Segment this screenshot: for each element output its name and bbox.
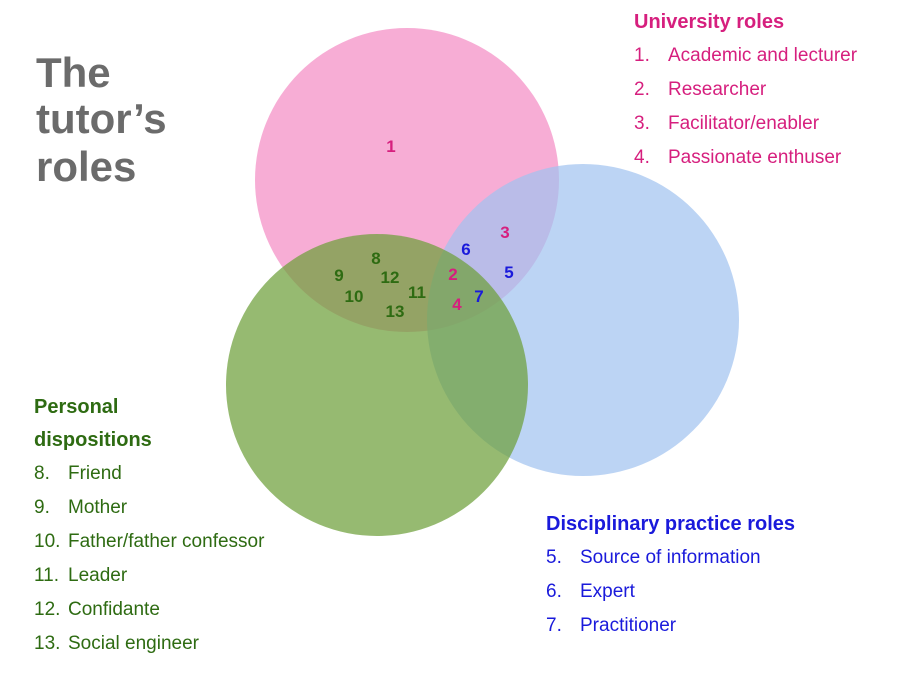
legend-item-label: Passionate enthuser	[668, 147, 842, 168]
legend-item-number: 5.	[546, 547, 562, 568]
legend-item-number: 9.	[34, 497, 50, 518]
disciplinary-practice-roles-list: 5. Source of information 6. Expert 7. Pract…	[546, 541, 795, 643]
region-number-2: 2	[448, 265, 457, 284]
legend-item-label: Facilitator/enabler	[668, 113, 820, 134]
region-number-3: 3	[500, 223, 509, 242]
legend-item-label: Confidante	[68, 599, 160, 620]
legend-item-number: 7.	[546, 615, 562, 636]
legend-item-number: 3.	[634, 113, 650, 134]
legend-item-label: Practitioner	[580, 615, 677, 636]
legend-item: 5. Source of information	[546, 541, 795, 575]
title-line-1: The	[36, 49, 111, 96]
legend-item-label: Friend	[68, 463, 122, 484]
region-number-1: 1	[386, 137, 395, 156]
legend-item-number: 4.	[634, 147, 650, 168]
legend-item: 4. Passionate enthuser	[634, 141, 857, 175]
legend-item: 6. Expert	[546, 575, 795, 609]
region-number-11: 11	[408, 283, 426, 302]
title-line-2: tutor’s	[36, 95, 167, 142]
region-number-12: 12	[381, 268, 400, 287]
legend-item-number: 11.	[34, 565, 60, 586]
region-number-4: 4	[452, 295, 462, 314]
legend-item-label: Source of information	[580, 547, 761, 568]
legend-item-number: 2.	[634, 79, 650, 100]
legend-item: 1. Academic and lecturer	[634, 39, 857, 73]
legend-item-label: Expert	[580, 581, 635, 602]
legend-item: 2. Researcher	[634, 73, 857, 107]
legend-item: 8. Friend	[34, 457, 264, 491]
legend-item-label: Mother	[68, 497, 128, 518]
personal-dispositions-list: 8. Friend 9. Mother 10. Father/father confe…	[34, 457, 264, 661]
region-number-10: 10	[345, 287, 364, 306]
legend-item-label: Academic and lecturer	[668, 45, 858, 66]
legend-item-number: 12.	[34, 599, 61, 620]
disciplinary-practice-roles-legend: Disciplinary practice roles 5. Source of …	[546, 508, 795, 643]
legend-item-label: Social engineer	[68, 633, 199, 654]
region-number-6: 6	[461, 240, 470, 259]
region-number-13: 13	[386, 302, 405, 321]
legend-item-number: 10.	[34, 531, 61, 552]
region-number-9: 9	[334, 266, 343, 285]
region-number-8: 8	[371, 249, 380, 268]
legend-item-number: 6.	[546, 581, 562, 602]
legend-item-label: Father/father confessor	[68, 531, 265, 552]
legend-item: 10. Father/father confessor	[34, 525, 264, 559]
legend-item: 9. Mother	[34, 491, 264, 525]
personal-dispositions-heading-line-2: dispositions	[34, 429, 152, 451]
legend-item: 13. Social engineer	[34, 627, 264, 661]
university-roles-legend: University roles 1. Academic and lecturer…	[634, 6, 857, 175]
disciplinary-practice-roles-heading: Disciplinary practice roles	[546, 513, 796, 535]
region-number-5: 5	[504, 263, 513, 282]
legend-item-label: Researcher	[668, 79, 767, 100]
personal-circle	[226, 234, 528, 536]
legend-item-number: 13.	[34, 633, 61, 654]
personal-dispositions-heading-line-1: Personal	[34, 396, 119, 418]
title-line-3: roles	[36, 143, 137, 190]
university-roles-list: 1. Academic and lecturer 2. Researcher 3. F…	[634, 39, 857, 175]
legend-item: 12. Confidante	[34, 593, 264, 627]
personal-dispositions-legend: Personal dispositions 8. Friend 9. Mother …	[34, 391, 264, 661]
region-number-7: 7	[474, 287, 483, 306]
legend-item: 3. Facilitator/enabler	[634, 107, 857, 141]
legend-item: 7. Practitioner	[546, 609, 795, 643]
legend-item-label: Leader	[68, 565, 128, 586]
university-roles-heading: University roles	[634, 11, 785, 33]
legend-item-number: 1.	[634, 45, 650, 66]
legend-item-number: 8.	[34, 463, 50, 484]
legend-item: 11. Leader	[34, 559, 264, 593]
